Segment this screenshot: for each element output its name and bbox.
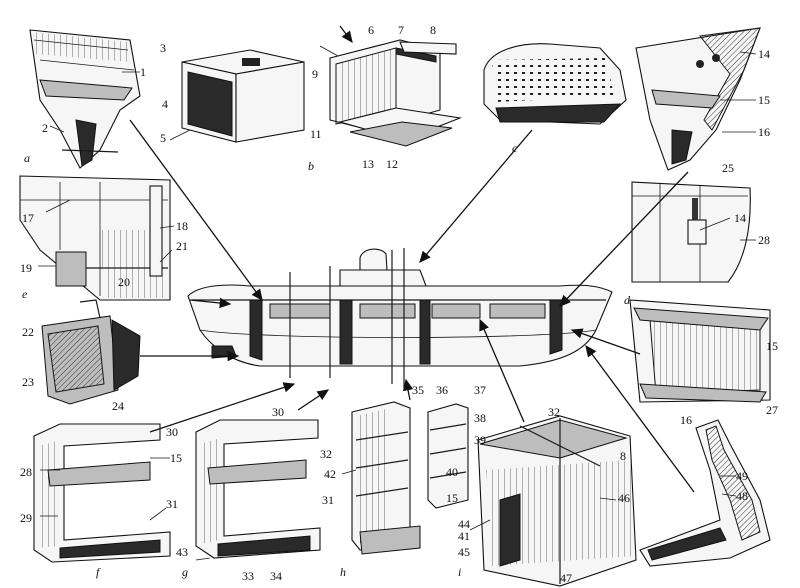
label-9: 9 [312, 67, 318, 81]
label-31b: 31 [322, 493, 334, 507]
arrow-h [402, 378, 414, 401]
label-45: 45 [458, 545, 470, 559]
part-h-bulkhead [351, 401, 469, 555]
part-rudder [41, 299, 141, 405]
label-8b: 8 [620, 449, 626, 463]
label-15: 15 [758, 93, 770, 107]
label-21: 21 [176, 239, 188, 253]
label-11: 11 [310, 127, 322, 141]
letter-b: b [308, 159, 314, 173]
part-c-superstructure [483, 43, 627, 125]
label-27: 27 [766, 403, 778, 417]
label-14: 14 [758, 47, 770, 61]
part-d-bow-profile [631, 181, 751, 283]
label-44: 44 [458, 517, 470, 531]
label-16b: 16 [680, 413, 692, 427]
section-letter-labels: a b c d e f g h i [22, 141, 631, 579]
label-38: 38 [474, 411, 486, 425]
arrow-i [479, 318, 525, 423]
label-18: 18 [176, 219, 188, 233]
label-42: 42 [324, 467, 336, 481]
part-right-frame [629, 299, 771, 403]
arrow-g [297, 389, 330, 411]
label-32: 32 [320, 447, 332, 461]
part-g-frame [195, 419, 321, 559]
label-41: 41 [458, 529, 470, 543]
label-36: 36 [436, 383, 448, 397]
label-31: 31 [166, 497, 178, 511]
letter-c: c [512, 141, 518, 155]
label-28: 28 [758, 233, 770, 247]
label-29: 29 [20, 511, 32, 525]
label-14b: 14 [734, 211, 746, 225]
label-24: 24 [112, 399, 124, 413]
label-15d: 15 [446, 491, 458, 505]
letter-a: a [24, 151, 30, 165]
label-16: 16 [758, 125, 770, 139]
label-37: 37 [474, 383, 486, 397]
label-12: 12 [386, 157, 398, 171]
letter-f: f [96, 565, 101, 579]
label-15b: 15 [766, 339, 778, 353]
arrow-f [149, 382, 296, 433]
connector-arrows [129, 25, 695, 493]
part-box-structure [181, 49, 305, 143]
label-15c: 15 [170, 451, 182, 465]
part-i-double-bottom [477, 415, 637, 587]
label-5: 5 [160, 131, 166, 145]
label-7: 7 [398, 23, 404, 37]
label-25: 25 [722, 161, 734, 175]
letter-e: e [22, 287, 28, 301]
label-6: 6 [368, 23, 374, 37]
arrow-b-small [339, 25, 353, 44]
letter-h: h [340, 565, 346, 579]
letter-d: d [624, 293, 631, 307]
part-a-stern [29, 29, 141, 169]
label-35: 35 [412, 383, 424, 397]
label-32b: 32 [548, 405, 560, 419]
label-28b: 28 [20, 465, 32, 479]
arrow-e [189, 297, 232, 309]
label-22: 22 [22, 325, 34, 339]
label-49: 49 [736, 469, 748, 483]
part-b-frame [329, 39, 463, 147]
label-8: 8 [430, 23, 436, 37]
part-e-rudder-area [19, 175, 171, 301]
arrow-stem [585, 344, 695, 493]
label-2: 2 [42, 121, 48, 135]
label-19: 19 [20, 261, 32, 275]
letter-g: g [182, 565, 188, 579]
part-number-labels: 1 2 3 4 5 6 7 8 9 11 12 13 14 15 16 25 1… [20, 23, 778, 585]
arrow-c [419, 129, 533, 263]
label-4: 4 [162, 97, 168, 111]
label-33: 33 [242, 569, 254, 583]
label-30: 30 [166, 425, 178, 439]
part-bow-upper [635, 27, 761, 171]
label-46: 46 [618, 491, 630, 505]
label-20: 20 [118, 275, 130, 289]
ship-hull [187, 248, 613, 388]
letter-i: i [458, 565, 461, 579]
label-39: 39 [474, 433, 486, 447]
label-47: 47 [560, 571, 572, 585]
label-1: 1 [140, 65, 146, 79]
arrow-bow [559, 171, 689, 307]
label-30b: 30 [272, 405, 284, 419]
arrow-a [129, 119, 263, 302]
label-3: 3 [160, 41, 166, 55]
label-48: 48 [736, 489, 748, 503]
part-stem [639, 419, 771, 567]
leader-lines [38, 45, 757, 561]
label-43: 43 [176, 545, 188, 559]
label-23: 23 [22, 375, 34, 389]
label-34: 34 [270, 569, 282, 583]
label-13: 13 [362, 157, 374, 171]
arrow-d-frame [570, 328, 641, 355]
label-17: 17 [22, 211, 34, 225]
part-f-frame [33, 423, 171, 563]
label-40: 40 [446, 465, 458, 479]
